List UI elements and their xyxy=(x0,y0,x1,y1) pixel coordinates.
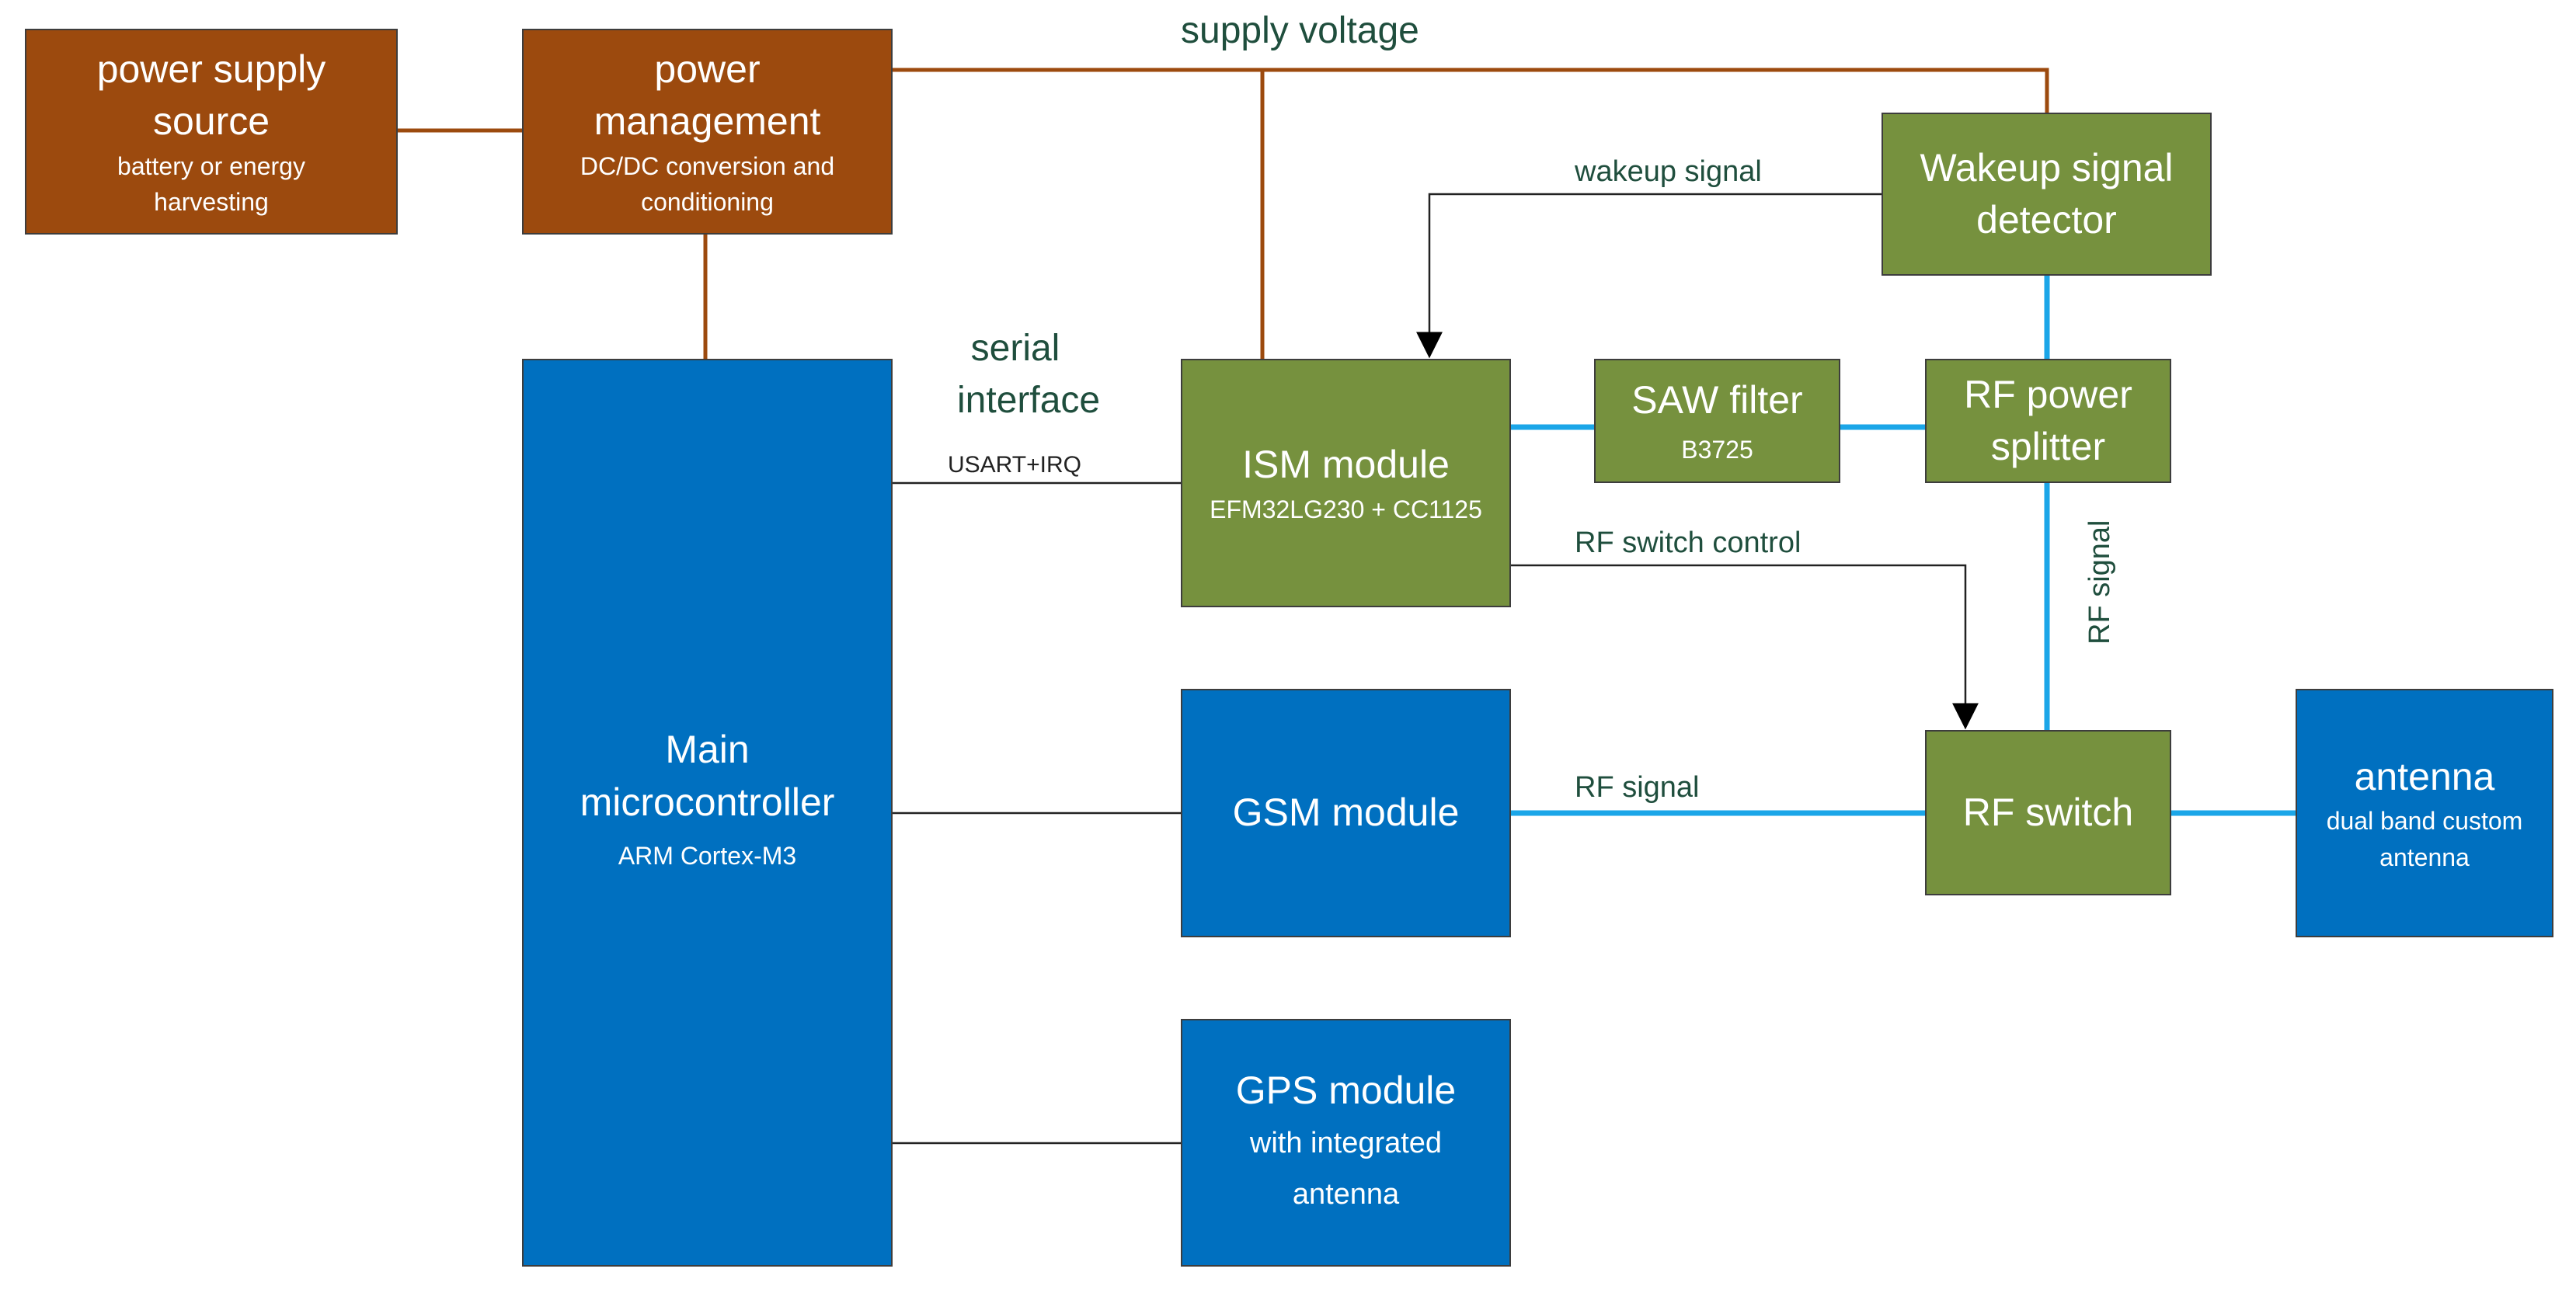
power-management-title: power management xyxy=(594,47,821,144)
rf-switch-block: RF switch xyxy=(1925,730,2171,895)
supply-voltage-line xyxy=(893,68,2049,113)
power-lines xyxy=(398,68,2049,359)
rf-switch-control-line xyxy=(1511,564,1979,730)
gsm-module-title: GSM module xyxy=(1232,791,1460,835)
saw-filter-subtitle: B3725 xyxy=(1681,435,1753,464)
power-management-subtitle: DC/DC conversion and conditioning xyxy=(580,151,835,216)
ism-module-title: ISM module xyxy=(1242,443,1450,487)
main-microcontroller-subtitle: ARM Cortex-M3 xyxy=(618,842,797,870)
gps-module-block: GPS module with integrated antenna xyxy=(1181,1019,1511,1267)
antenna-subtitle: dual band custom antenna xyxy=(2326,807,2523,871)
rf-signal-gsm-label: RF signal xyxy=(1575,771,1700,804)
wakeup-signal-label: wakeup signal xyxy=(1575,155,1762,188)
usart-irq-label: USART+IRQ xyxy=(948,452,1081,478)
gps-module-subtitle: with integrated antenna xyxy=(1249,1126,1443,1211)
rf-power-splitter-block: RF power splitter xyxy=(1925,359,2171,483)
control-lines xyxy=(893,193,1979,1145)
wakeup-signal-detector-block: Wakeup signal detector xyxy=(1882,113,2212,276)
supply-voltage-label: supply voltage xyxy=(1181,10,1419,51)
power-management-block: power management DC/DC conversion and co… xyxy=(522,29,893,235)
wakeup-signal-line xyxy=(1416,193,1882,359)
ism-module-subtitle: EFM32LG230 + CC1125 xyxy=(1210,495,1482,523)
rf-lines xyxy=(1511,276,2296,816)
saw-filter-title: SAW filter xyxy=(1631,378,1803,422)
power-supply-source-subtitle: battery or energy harvesting xyxy=(117,151,305,216)
antenna-block: antenna dual band custom antenna xyxy=(2296,689,2553,937)
gsm-module-block: GSM module xyxy=(1181,689,1511,937)
rf-power-splitter-title: RF power splitter xyxy=(1964,372,2132,469)
power-supply-source-block: power supply source battery or energy ha… xyxy=(25,29,398,235)
rf-signal-vertical-label: RF signal xyxy=(2083,520,2116,645)
saw-filter-block: SAW filter B3725 xyxy=(1594,359,1840,483)
antenna-title: antenna xyxy=(2354,754,2495,798)
serial-interface-label: serial interface xyxy=(957,328,1101,422)
main-microcontroller-title: Main microcontroller xyxy=(580,728,835,824)
wakeup-signal-detector-title: Wakeup signal detector xyxy=(1920,145,2174,242)
gps-module-title: GPS module xyxy=(1235,1069,1457,1113)
power-supply-source-title: power supply source xyxy=(96,47,326,144)
ism-module-block: ISM module EFM32LG230 + CC1125 xyxy=(1181,359,1511,607)
rf-switch-control-label: RF switch control xyxy=(1575,527,1801,559)
rf-switch-title: RF switch xyxy=(1962,790,2134,834)
main-microcontroller-block: Main microcontroller ARM Cortex-M3 xyxy=(522,359,893,1267)
